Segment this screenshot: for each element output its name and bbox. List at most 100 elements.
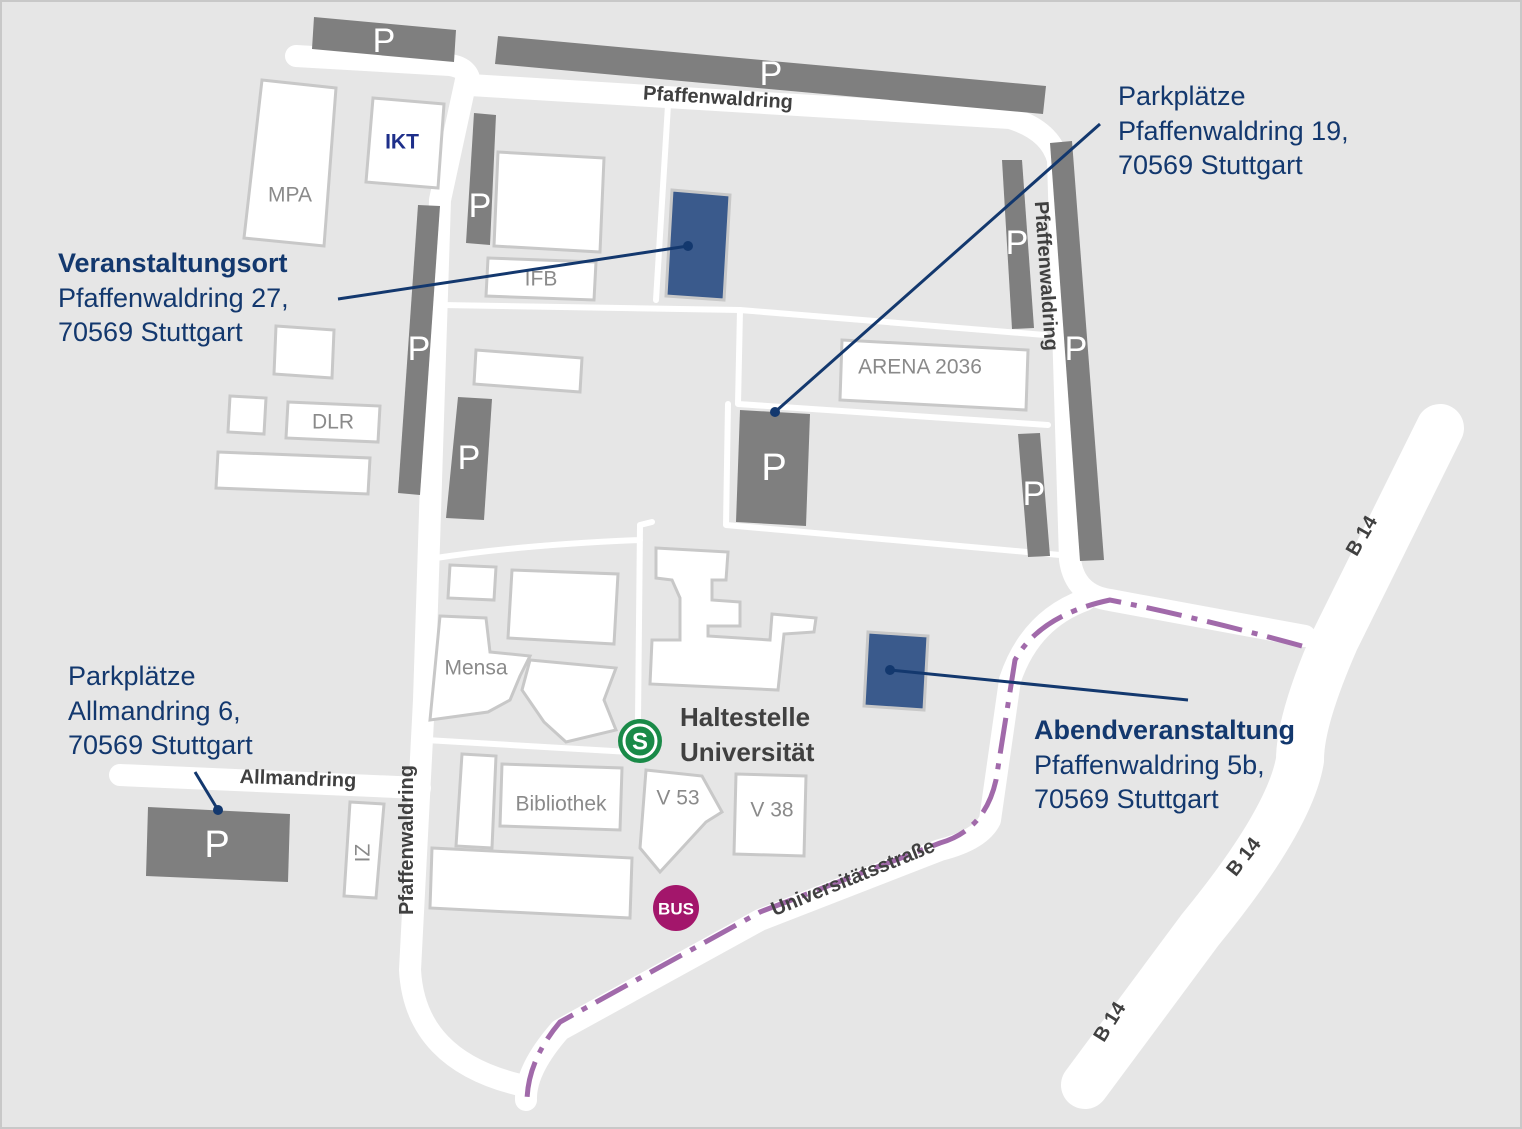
haltestelle-label-line2: Universität bbox=[680, 737, 815, 767]
building bbox=[272, 324, 336, 380]
building bbox=[454, 752, 498, 850]
building bbox=[520, 658, 619, 744]
lane bbox=[423, 737, 633, 755]
svg-text:P: P bbox=[408, 330, 431, 368]
parking-pfaffenwaldring-19: P bbox=[736, 410, 810, 526]
leader-dot bbox=[770, 407, 780, 417]
svg-text:MPA: MPA bbox=[268, 184, 312, 207]
street-label-pfaffenwaldring-west: Pfaffenwaldring bbox=[396, 765, 418, 915]
annotation-title: Abendveranstaltung bbox=[1034, 715, 1295, 745]
annotation-line: 70569 Stuttgart bbox=[1118, 150, 1303, 180]
parking-east-lower: P bbox=[1018, 433, 1050, 557]
annotation-line: Parkplätze bbox=[1118, 81, 1246, 111]
parking-areas: P P P P P P P P P P bbox=[146, 17, 1104, 882]
building bbox=[492, 150, 606, 254]
lane bbox=[735, 307, 1051, 428]
road-pfaffenwaldring-west bbox=[399, 69, 531, 1096]
svg-text:V 38: V 38 bbox=[750, 799, 793, 822]
svg-text:IZ: IZ bbox=[352, 844, 375, 863]
annotation-line: 70569 Stuttgart bbox=[68, 730, 253, 760]
svg-text:P: P bbox=[458, 439, 481, 477]
building bbox=[472, 348, 584, 394]
sbahn-icon-ring bbox=[622, 723, 658, 759]
building bbox=[214, 450, 372, 496]
lane bbox=[635, 519, 655, 723]
street-label-allmandring: Allmandring bbox=[239, 766, 356, 792]
parking-mid-west: P bbox=[446, 397, 492, 520]
building-dlr: DLR bbox=[284, 400, 382, 444]
parking-ifb-west: P bbox=[466, 113, 496, 245]
lane bbox=[723, 401, 1063, 558]
annotation-line: Pfaffenwaldring 19, bbox=[1118, 116, 1349, 146]
building-bibliothek: Bibliothek bbox=[498, 762, 624, 832]
svg-text:P: P bbox=[1006, 224, 1029, 262]
lane bbox=[653, 102, 671, 303]
parking-top-long: P bbox=[495, 36, 1046, 114]
svg-text:P: P bbox=[761, 447, 786, 489]
annotation-line: Pfaffenwaldring 5b, bbox=[1034, 750, 1265, 780]
annotation-line: Parkplätze bbox=[68, 661, 196, 691]
building bbox=[506, 568, 620, 646]
building-v53: V 53 bbox=[638, 768, 725, 875]
svg-text:P: P bbox=[1023, 475, 1046, 513]
leader-veranstaltungsort bbox=[337, 244, 689, 301]
svg-text:P: P bbox=[373, 22, 396, 60]
parking-east-long: P bbox=[1050, 141, 1104, 561]
parking-top-left: P bbox=[312, 17, 456, 62]
annotation-line: 70569 Stuttgart bbox=[1034, 784, 1219, 814]
annotation-parkplaetze-pfaffenwaldring: Parkplätze Pfaffenwaldring 19, 70569 Stu… bbox=[1118, 81, 1349, 180]
road-allmandring bbox=[109, 764, 431, 799]
annotation-parkplaetze-allmandring: Parkplätze Allmandring 6, 70569 Stuttgar… bbox=[68, 661, 253, 760]
parking-allmandring-6: P bbox=[146, 807, 290, 882]
building-v38: V 38 bbox=[732, 772, 808, 858]
building-ifb: IFB bbox=[484, 256, 598, 302]
leader-parkplaetze-allmandring bbox=[193, 771, 220, 811]
svg-text:Mensa: Mensa bbox=[444, 657, 507, 680]
leader-dot bbox=[213, 805, 223, 815]
sbahn-icon-letter: S bbox=[632, 729, 648, 756]
buildings: MPA IKT IFB DLR ARENA 2036 Mensa Bibliot… bbox=[214, 78, 1030, 920]
annotation-line: Allmandring 6, bbox=[68, 696, 241, 726]
road-b14 bbox=[1061, 404, 1464, 1109]
svg-text:IFB: IFB bbox=[525, 268, 558, 291]
building-veranstaltungsort bbox=[664, 188, 732, 302]
bus-icon-text: BUS bbox=[658, 900, 694, 919]
haltestelle-label-line1: Haltestelle bbox=[680, 702, 810, 732]
svg-text:V 53: V 53 bbox=[656, 787, 699, 810]
building-mpa: MPA bbox=[242, 78, 338, 248]
building bbox=[446, 563, 498, 602]
svg-text:ARENA 2036: ARENA 2036 bbox=[858, 356, 982, 379]
svg-text:P: P bbox=[760, 55, 783, 93]
annotation-line: 70569 Stuttgart bbox=[58, 317, 243, 347]
leader-dot bbox=[683, 241, 693, 251]
lane bbox=[433, 537, 643, 561]
svg-text:DLR: DLR bbox=[312, 411, 354, 434]
svg-text:P: P bbox=[204, 824, 229, 866]
annotation-title: Veranstaltungsort bbox=[58, 248, 288, 278]
svg-text:Bibliothek: Bibliothek bbox=[515, 793, 607, 816]
building bbox=[226, 394, 268, 436]
building-mensa: Mensa bbox=[428, 614, 533, 722]
bus-stop: BUS bbox=[653, 885, 699, 931]
annotation-abendveranstaltung: Abendveranstaltung Pfaffenwaldring 5b, 7… bbox=[1034, 715, 1295, 814]
annotation-line: Pfaffenwaldring 27, bbox=[58, 283, 289, 313]
annotation-veranstaltungsort: Veranstaltungsort Pfaffenwaldring 27, 70… bbox=[58, 248, 289, 347]
road-network bbox=[109, 45, 1464, 1111]
bus-icon bbox=[653, 885, 699, 931]
building-iz: IZ bbox=[342, 800, 386, 900]
route-line bbox=[524, 597, 1303, 1101]
leader-abendveranstaltung bbox=[889, 668, 1189, 702]
svg-text:P: P bbox=[469, 187, 492, 225]
building-arena-2036: ARENA 2036 bbox=[838, 338, 1030, 412]
sbahn-stop: S Haltestelle Universität bbox=[618, 702, 815, 767]
leader-parkplaetze-pfaffenwaldring bbox=[774, 122, 1101, 414]
building-ikt: IKT bbox=[364, 96, 446, 190]
parking-long-west: P bbox=[398, 205, 440, 495]
svg-text:IKT: IKT bbox=[385, 131, 419, 154]
building bbox=[428, 846, 634, 920]
svg-text:P: P bbox=[1065, 330, 1088, 368]
leader-dot bbox=[885, 665, 895, 675]
building bbox=[648, 546, 818, 692]
annotation-leaders bbox=[193, 122, 1189, 815]
